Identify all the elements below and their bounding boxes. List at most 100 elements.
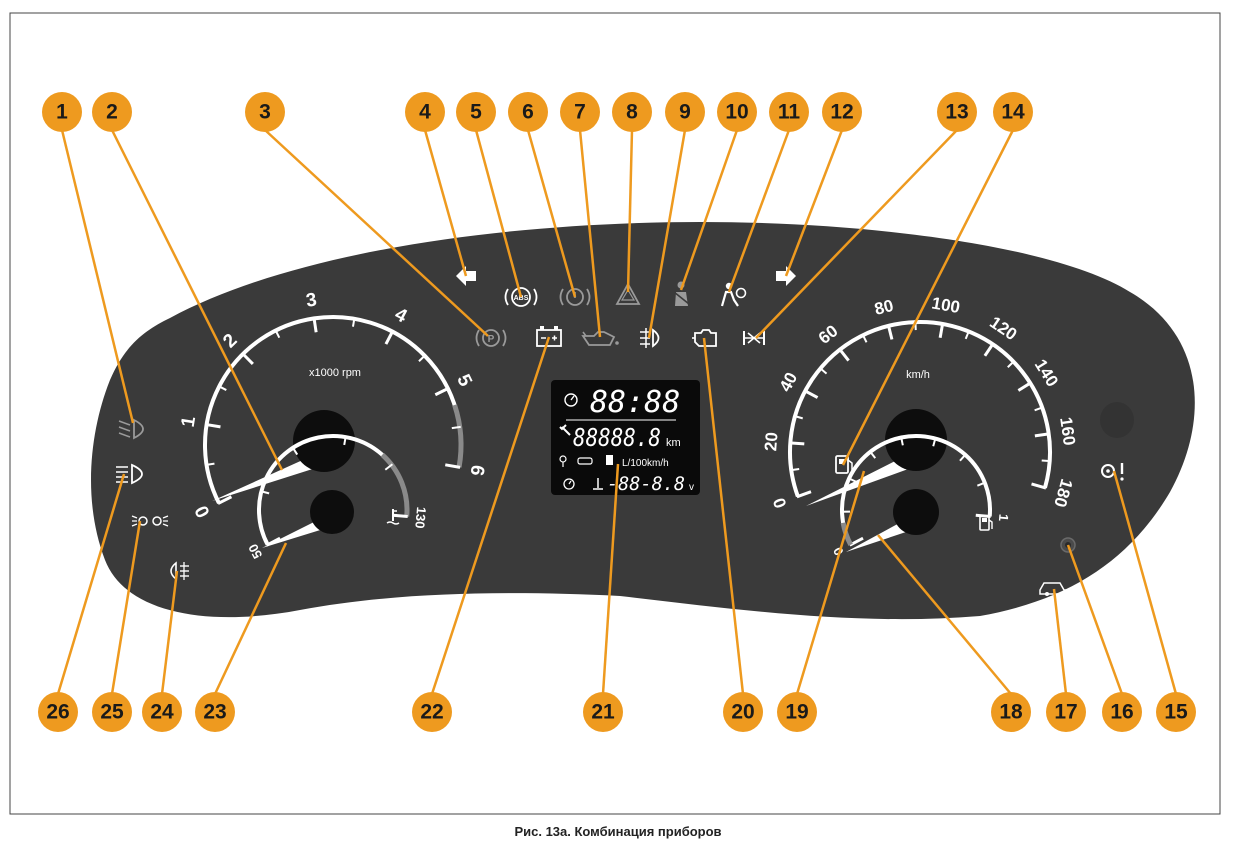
- alarm-icon: [563, 478, 575, 490]
- callout-leader-11: [727, 129, 791, 293]
- speedometer-hub: [885, 409, 947, 471]
- callout-number: 23: [203, 701, 226, 724]
- callout-bubble-4: [405, 92, 445, 132]
- tachometer-minor-tick: [351, 317, 356, 327]
- lcd-consumption-unit: L/100km/h: [622, 458, 669, 469]
- coolant-gauge-tick-label: 50: [245, 541, 265, 561]
- speedometer-minor-tick: [819, 367, 828, 375]
- tachometer-minor-tick: [205, 462, 215, 466]
- callout-number: 17: [1054, 701, 1077, 724]
- callout-leader-9: [647, 129, 687, 339]
- callout-number: 6: [522, 101, 534, 124]
- callout-number: 8: [626, 101, 638, 124]
- speedometer-tick-label: 80: [872, 296, 895, 319]
- callout-bubble-21: [583, 692, 623, 732]
- callout-bubble-2: [92, 92, 132, 132]
- coolant-gauge-tick-label: 130: [412, 506, 429, 529]
- fuel-gauge-minor-tick: [932, 437, 937, 447]
- coolant-temp-gauge: 50 130: [245, 434, 429, 561]
- fuel-gauge-minor-tick: [868, 450, 877, 459]
- speedometer-tick-label: 20: [761, 432, 781, 452]
- callout-number: 15: [1164, 701, 1188, 724]
- fuel-gauge-minor-tick: [959, 453, 967, 462]
- fuel-gauge-minor-tick: [847, 477, 857, 483]
- coolant-gauge-major-tick: [266, 536, 281, 547]
- coolant-gauge-minor-tick: [343, 435, 347, 446]
- callout-bubble-16: [1102, 692, 1142, 732]
- speedometer-minor-tick: [793, 414, 804, 420]
- parking-brake-indicator: P: [475, 329, 507, 347]
- speedometer-major-tick: [983, 342, 995, 357]
- leader-lines: [56, 129, 1178, 695]
- tachometer-major-tick: [312, 317, 318, 333]
- callout-leader-22: [430, 336, 551, 695]
- speedometer-minor-tick: [861, 333, 868, 343]
- speedometer-major-tick: [886, 324, 894, 340]
- tachometer-major-tick: [217, 495, 233, 505]
- tachometer-major-tick: [384, 330, 395, 345]
- fuel-hub: [893, 489, 939, 535]
- callout-leader-10: [679, 129, 739, 291]
- coolant-temp-icon: [386, 509, 400, 525]
- low-beam-indicator: [118, 418, 144, 440]
- callout-leader-5: [474, 129, 523, 298]
- callout-number: 21: [591, 701, 615, 724]
- callout-number: 1: [56, 101, 68, 124]
- clock-icon: [564, 393, 578, 407]
- callout-number: 18: [999, 701, 1023, 724]
- hazard-indicator: [615, 282, 641, 305]
- callout-bubble-22: [412, 692, 452, 732]
- callout-number: 3: [259, 101, 271, 124]
- callout-bubble-6: [508, 92, 548, 132]
- abs-indicator: ABS: [504, 287, 538, 307]
- tachometer-minor-tick: [217, 385, 227, 391]
- callout-number: 24: [150, 701, 174, 724]
- tachometer-unit: x1000 rpm: [309, 367, 361, 379]
- car-indicator: [1039, 582, 1069, 596]
- callout-leader-14: [841, 129, 1015, 466]
- lcd-clock: 88:88: [590, 385, 680, 420]
- callout-bubble-5: [456, 92, 496, 132]
- callout-number: 11: [778, 101, 801, 124]
- callout-number: 5: [470, 101, 482, 124]
- speedometer-unit: km/h: [906, 369, 930, 381]
- callout-bubble-3: [245, 92, 285, 132]
- callout-leader-6: [526, 129, 577, 298]
- oil-pressure-indicator: [581, 331, 619, 346]
- callout-number: 9: [679, 101, 691, 124]
- callout-number: 4: [419, 101, 431, 124]
- fuel-pump-icon: [979, 515, 993, 531]
- figure-caption: Рис. 13а. Комбинация приборов: [514, 824, 721, 839]
- callout-number: 2: [106, 101, 118, 124]
- tachometer-minor-tick: [418, 354, 427, 362]
- callout-leader-1: [60, 129, 135, 424]
- fuel-gauge-minor-tick: [976, 481, 987, 487]
- callout-leader-26: [56, 473, 126, 695]
- front-fog-indicator: [170, 561, 189, 581]
- callout-number: 20: [731, 701, 754, 724]
- speedometer-major-tick: [1017, 381, 1032, 392]
- coolant-needle: [262, 516, 330, 548]
- callout-leader-7: [578, 129, 602, 338]
- speedometer-minor-tick: [1041, 459, 1051, 463]
- lcd-voltage: -88-8.8: [607, 473, 685, 495]
- speedometer-major-tick: [789, 441, 805, 446]
- speedometer-needle: [806, 456, 911, 506]
- callout-bubble-23: [195, 692, 235, 732]
- callout-bubble-12: [822, 92, 862, 132]
- callout-number: 7: [574, 101, 586, 124]
- callout-number: 10: [725, 101, 748, 124]
- callout-bubble-11: [769, 92, 809, 132]
- speedometer-major-tick: [1031, 482, 1047, 490]
- callout-number: 19: [785, 701, 808, 724]
- callout-number: 14: [1001, 101, 1025, 124]
- callout-bubble-20: [723, 692, 763, 732]
- speedometer-major-tick: [938, 322, 945, 339]
- svg-text:ABS: ABS: [514, 295, 529, 302]
- callout-leader-13: [755, 129, 958, 339]
- callout-bubble-1: [42, 92, 82, 132]
- tachometer-major-tick: [205, 422, 221, 429]
- speedometer-tick-label: 160: [1056, 416, 1079, 447]
- callout-bubble-10: [717, 92, 757, 132]
